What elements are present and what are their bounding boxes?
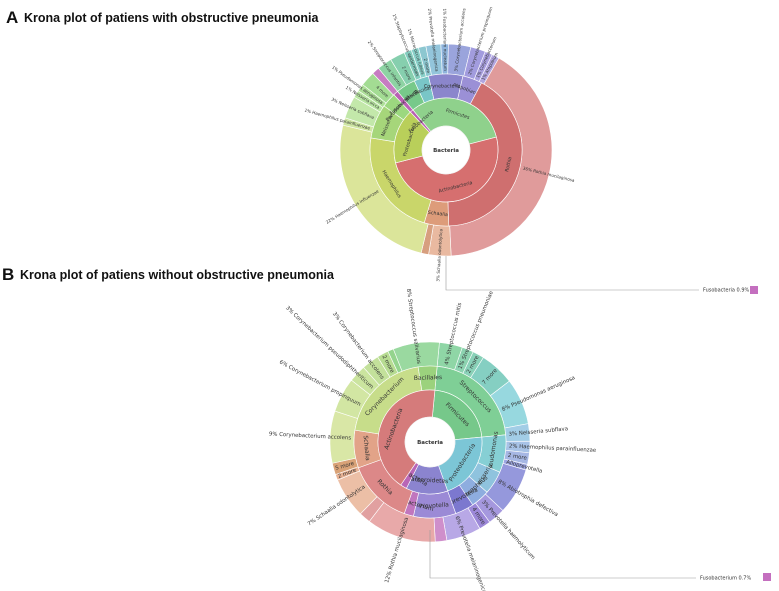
inner-ring-label: Bacteroidetes <box>407 476 449 486</box>
outer-ring-label: 3% Prevotella haemolyticum <box>480 499 536 561</box>
outer-ring-label: 5 more <box>335 461 356 472</box>
outer-ring-label: 2 more <box>423 58 431 74</box>
fuso-color-swatch <box>763 573 771 581</box>
root-label: Bacteria <box>433 148 459 154</box>
middle-ring-label: Bacillales <box>414 374 442 382</box>
outer-ring-label: 9% Corynebacterium accolens <box>269 431 352 441</box>
middle-ring-label: Prevotella <box>419 501 450 510</box>
fuso-callout-line <box>445 256 699 291</box>
panel-a-letter: A <box>6 8 18 27</box>
root-center[interactable] <box>421 125 471 175</box>
outer-ring-label: 2 more <box>401 65 412 81</box>
outer-ring-label: 3% Neisseria subflava <box>508 426 568 438</box>
middle-ring-label: Schaalia <box>427 210 448 219</box>
outer-ring-label: 2% Haemophilus parainfluenzae <box>509 443 597 453</box>
outer-ring-label: 3% Schaalia odontolytica <box>435 228 443 282</box>
panel-b-title: Krona plot of patiens without obstructiv… <box>20 268 335 282</box>
panel-a-title: Krona plot of patiens with obstructive p… <box>24 11 320 25</box>
root-center[interactable] <box>404 416 456 468</box>
middle-ring-label: Rothia <box>504 156 513 172</box>
fuso-callout-label: Fusobacterium 0.7% <box>700 576 751 582</box>
fuso-callout-line <box>429 530 696 579</box>
root-label: Bacteria <box>417 440 443 446</box>
panel-b-letter: B <box>2 265 14 284</box>
fuso-color-swatch <box>750 286 758 294</box>
outer-ring-label: 1% Fusobacterium nucleatum <box>442 8 448 71</box>
middle-ring-label: Schaalia <box>362 435 371 461</box>
fuso-callout-label: Fusobacteria 0.9% <box>703 288 750 294</box>
outer-ring-label: 2 more <box>507 453 528 462</box>
middle-ring-label: Corynebacteriales <box>424 83 468 89</box>
